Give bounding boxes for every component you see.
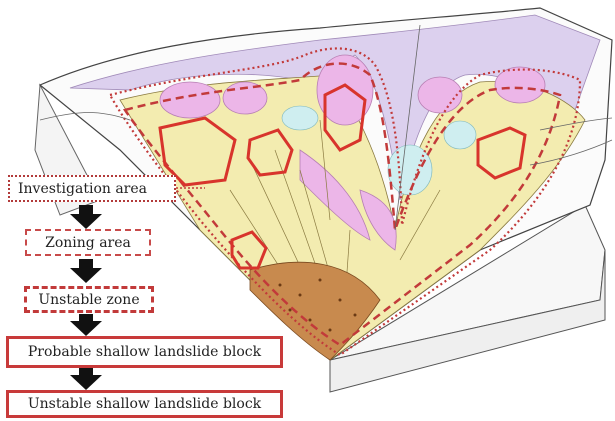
zoning-area-box: Zoning area (25, 229, 151, 256)
unstable-zone-box: Unstable zone (24, 286, 154, 313)
zoning-area-label: Zoning area (45, 235, 131, 251)
unstable-zone-label: Unstable zone (38, 292, 139, 308)
investigation-area-box: Investigation area (8, 175, 176, 202)
unstable-block-box: Unstable shallow landslide block (6, 390, 283, 418)
probable-block-box: Probable shallow landslide block (6, 336, 283, 368)
probable-block-label: Probable shallow landslide block (28, 344, 261, 360)
unstable-block-label: Unstable shallow landslide block (28, 396, 261, 412)
investigation-area-label: Investigation area (18, 181, 147, 197)
